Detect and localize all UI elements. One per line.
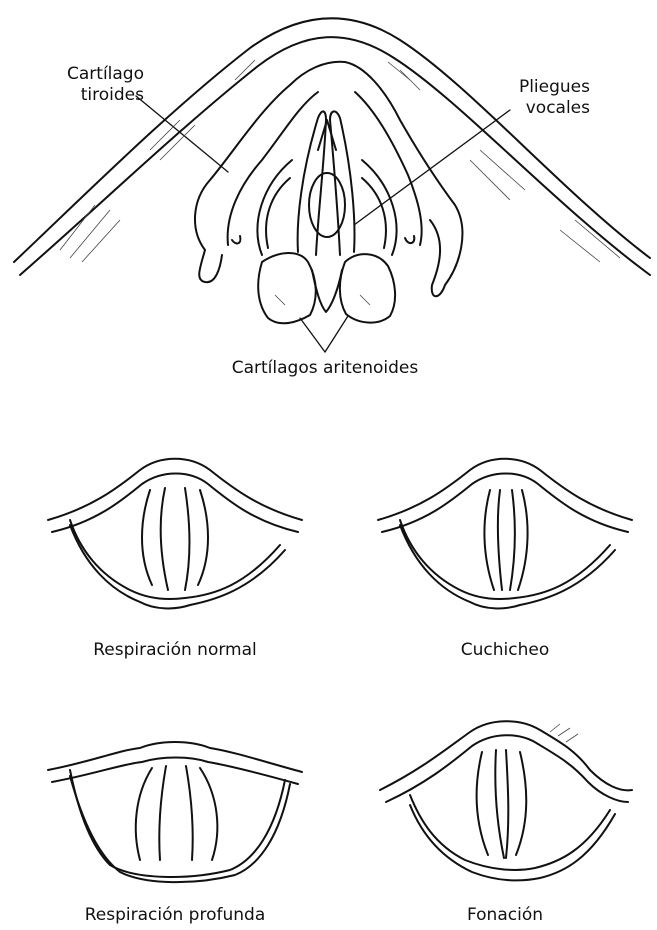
glottis-phonation-drawing xyxy=(370,710,640,890)
thyroid-cartilage-label: Cartílago tiroides xyxy=(40,64,144,106)
folds-label-line2: vocales xyxy=(470,98,590,119)
left-vocal-fold xyxy=(298,111,326,255)
caption-deep-breathing: Respiración profunda xyxy=(50,905,300,926)
thyroid-label-line1: Cartílago xyxy=(40,64,144,85)
right-arytenoid xyxy=(340,254,395,322)
caption-whisper: Cuchicheo xyxy=(380,640,630,661)
caption-normal-breathing: Respiración normal xyxy=(50,640,300,661)
caption-phonation: Fonación xyxy=(380,905,630,926)
glottis-whisper-drawing xyxy=(370,450,640,620)
thyroid-label-line2: tiroides xyxy=(40,85,144,106)
arytenoid-pointer-line-left xyxy=(300,318,325,352)
right-vocal-fold xyxy=(330,111,354,255)
folds-label-line1: Pliegues xyxy=(470,77,590,98)
left-arytenoid xyxy=(258,253,316,323)
glottis-deep-breathing-drawing xyxy=(40,710,310,890)
larynx-top-view-drawing xyxy=(0,0,657,400)
arytenoid-cartilages-label: Cartílagos aritenoides xyxy=(180,358,470,379)
glottis-normal-breathing-drawing xyxy=(40,450,310,620)
vocal-folds-label: Pliegues vocales xyxy=(470,77,590,119)
folds-pointer-line xyxy=(354,110,510,225)
arytenoid-pointer-line-right xyxy=(325,316,348,352)
